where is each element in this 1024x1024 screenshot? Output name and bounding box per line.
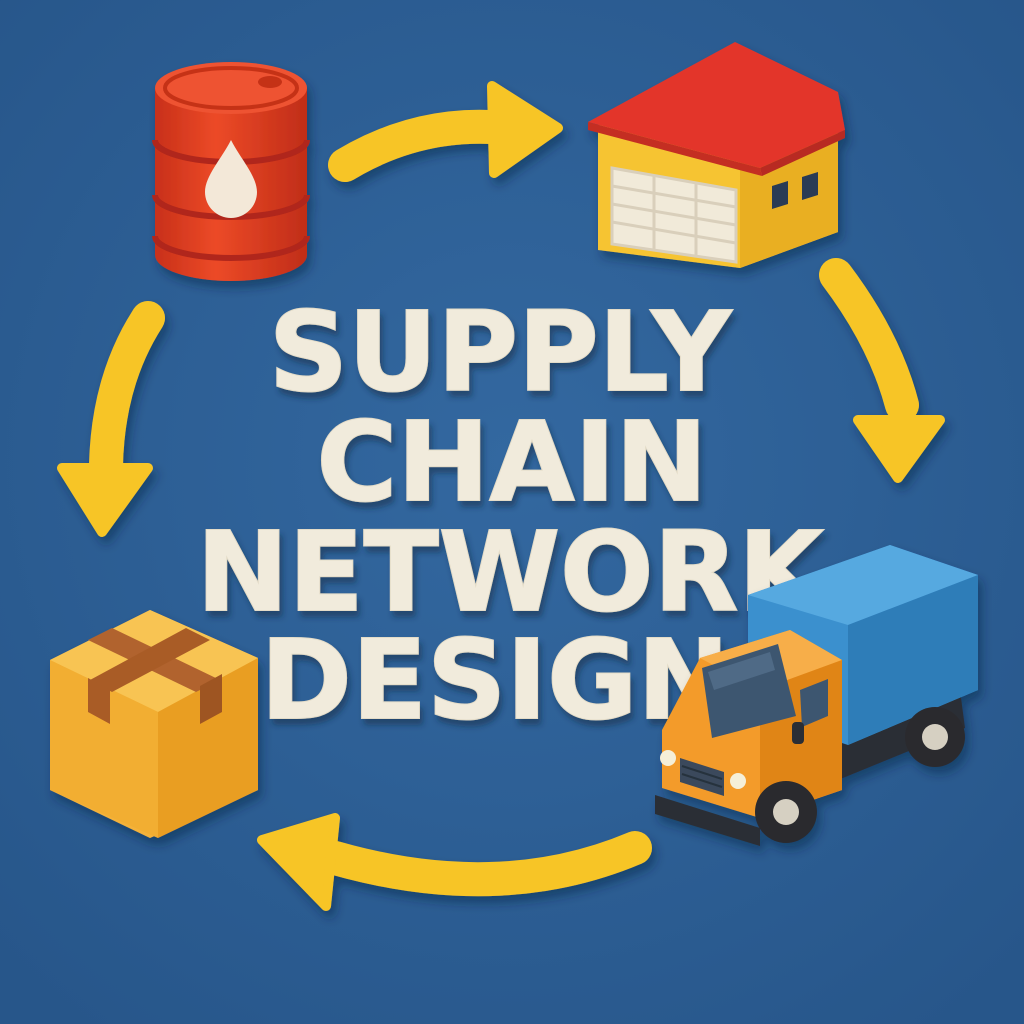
arrow-box-to-barrel [57,301,165,537]
grille [680,758,724,796]
title-line-4: DESIGN [261,616,730,744]
tape-strip-b [90,628,210,692]
oil-drop-icon [205,140,257,218]
title-line-1: SUPPLY [269,288,733,416]
arrow-warehouse-to-truck [819,258,945,483]
flow-arrows [57,81,945,911]
arrow-barrel-to-warehouse [328,81,563,182]
oil-barrel-icon [152,62,310,281]
side-window [800,679,828,727]
side-mirror [792,722,804,744]
garage-door [610,166,738,264]
window-right [802,172,818,200]
headlight-left [660,750,676,766]
arrow-truck-to-box [257,813,652,911]
package-box-icon [50,610,258,838]
warehouse-icon [588,42,845,268]
headlight-right [730,773,746,789]
rear-wheel [905,707,965,767]
window-left [772,181,788,209]
tape-side-right [200,674,222,724]
title: SUPPLY CHAIN NETWORK DESIGN [195,287,828,745]
title-line-3: NETWORK [196,508,827,636]
tape-side-left [88,678,110,724]
title-line-2: CHAIN [317,398,708,526]
front-wheel [755,781,817,843]
truck-icon [655,545,978,846]
bumper [655,795,760,846]
